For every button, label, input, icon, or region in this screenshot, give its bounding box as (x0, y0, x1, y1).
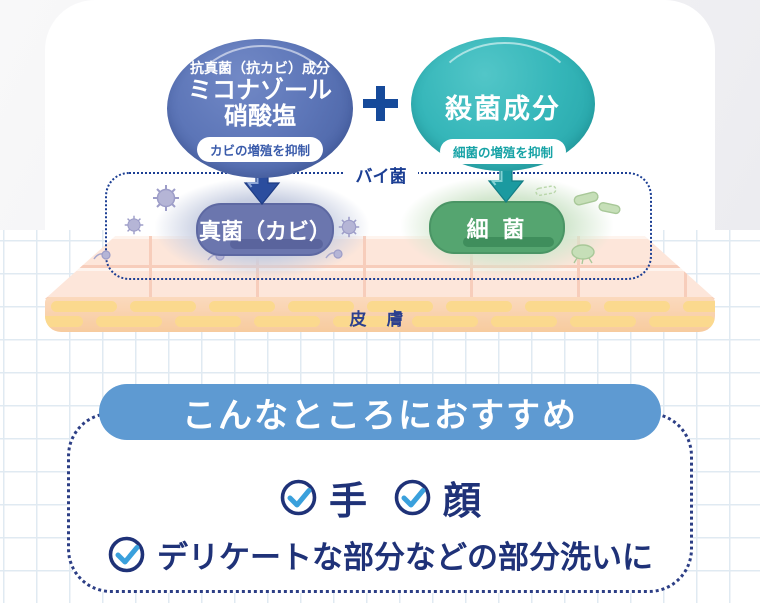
pill-shade (462, 237, 554, 247)
bacteria-label: 細 菌 (466, 217, 528, 243)
skin-label: 皮 膚 (349, 310, 411, 330)
antifungal-effect-badge: カビの増殖を抑制 (196, 136, 323, 162)
bacteria-rod-icon (573, 191, 599, 206)
recommend-item-label: デリケートな部分などの部分洗いに (157, 540, 653, 576)
bactericidal-component-bubble: 殺菌成分 細菌の増殖を抑制 (411, 37, 595, 171)
fungus-pill: 真菌（カビ） (196, 203, 334, 256)
skin-front-layer (45, 297, 715, 332)
plus-icon (363, 86, 398, 121)
microbe-icon (325, 249, 343, 259)
recommendation-title: こんなところにおすすめ (99, 384, 661, 440)
bactericidal-name: 殺菌成分 (445, 94, 561, 125)
down-arrow-teal-icon (487, 168, 525, 203)
recommend-item-label: 手 (328, 479, 367, 523)
pill-shade (230, 239, 323, 249)
bactericidal-effect-badge: 細菌の増殖を抑制 (439, 139, 566, 164)
ingredient-name-line1: ミコナゾール (188, 76, 332, 104)
recommend-item-delicate: デリケートな部分などの部分洗いに (107, 532, 653, 577)
skin-cells-row (45, 316, 715, 327)
virus-icon (124, 215, 144, 235)
skin-cells-row (51, 301, 715, 312)
recommendation-row-2: デリケートな部分などの部分洗いに (67, 532, 693, 577)
antifungal-component-bubble: 抗真菌（抗カビ）成分 ミコナゾール 硝酸塩 カビの増殖を抑制 (167, 39, 353, 178)
check-icon (280, 479, 317, 516)
bacteria-rod-icon (598, 202, 621, 215)
bacteria-rod-icon (535, 185, 557, 197)
germs-label: バイ菌 (344, 160, 418, 189)
virus-icon (153, 185, 179, 211)
recommendation-row-1: 手 顔 (67, 470, 693, 525)
recommend-item-face: 顔 (393, 470, 481, 525)
bacteria-pill: 細 菌 (429, 201, 565, 254)
recommend-item-hand: 手 (279, 470, 367, 525)
check-icon (108, 536, 145, 573)
recommend-item-label: 顔 (443, 479, 482, 523)
microbe-icon (93, 250, 111, 260)
bacteria-oval-icon (571, 244, 595, 265)
recommendation-box (67, 412, 693, 593)
check-icon (394, 479, 431, 516)
fungus-label: 真菌（カビ） (198, 219, 331, 245)
virus-icon (338, 216, 360, 238)
ingredient-name-line2: 硝酸塩 (224, 101, 296, 130)
antifungal-category-label: 抗真菌（抗カビ）成分 (190, 61, 330, 77)
